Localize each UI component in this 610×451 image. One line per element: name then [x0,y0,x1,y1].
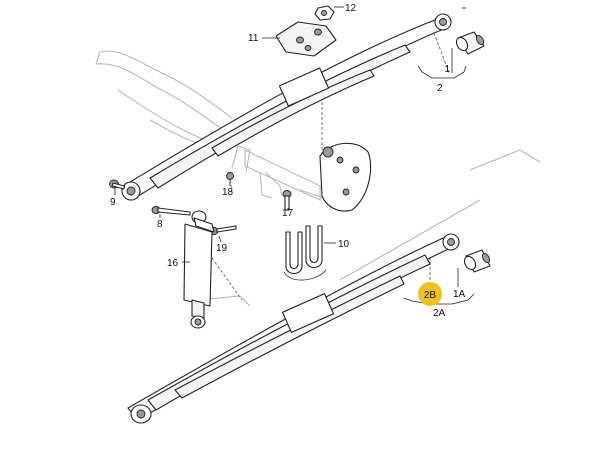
shock-absorber [183,210,215,329]
label-2: 2 [437,83,443,94]
label-10: 10 [338,239,350,250]
bolt-17 [282,190,292,211]
spring-plate-part [275,5,337,57]
u-bolts [283,225,327,281]
callout-labels: 12 11 2 1 9 8 18 17 10 16 19 2B 1A 2A [110,3,466,319]
bolt-18 [226,172,234,180]
bolt-9 [109,179,126,190]
spring-hanger-bracket [319,142,372,212]
bolt-8 [151,206,191,216]
label-2b: 2B [424,290,437,301]
label-9: 9 [110,197,116,208]
label-12: 12 [345,3,357,14]
label-1: 1 [444,64,450,75]
label-19: 19 [216,243,228,254]
label-17: 17 [282,208,294,219]
label-8: 8 [157,219,163,230]
lower-leaf-spring [127,233,460,424]
label-16: 16 [167,258,179,269]
label-1a: 1A [453,289,466,300]
highlight-marker-2b [418,282,442,306]
leader-lines [114,6,475,305]
label-11: 11 [248,33,259,44]
label-2a: 2A [433,308,446,319]
vehicle-frame-ghost [95,50,541,307]
bushing-lower [463,249,491,273]
label-18: 18 [222,187,234,198]
upper-leaf-spring [121,13,452,201]
bushing-upper [455,31,485,55]
